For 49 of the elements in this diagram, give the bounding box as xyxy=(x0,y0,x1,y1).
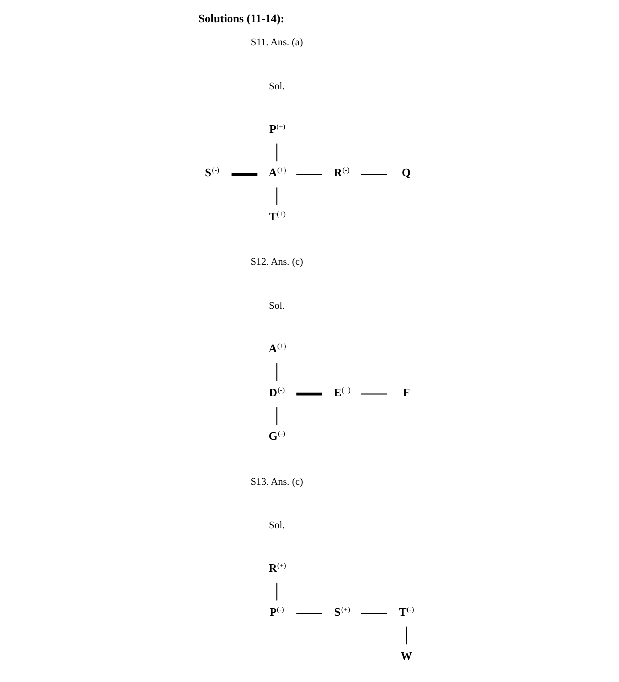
node-text: P xyxy=(270,124,277,136)
node-label: (+) xyxy=(277,210,286,219)
node-label: (+) xyxy=(342,606,350,614)
node-text: T xyxy=(399,606,407,619)
node-text: T xyxy=(269,212,277,224)
node-label: (-) xyxy=(212,166,220,175)
connector xyxy=(276,144,278,162)
connector xyxy=(361,174,388,176)
connector xyxy=(276,582,278,601)
node-text: F xyxy=(403,387,410,400)
node-text: E xyxy=(334,387,342,400)
node-label: (-) xyxy=(277,606,284,614)
node-label: (-) xyxy=(342,166,350,175)
label: Sol. xyxy=(269,520,286,532)
node-label: (+) xyxy=(277,166,286,175)
connector xyxy=(296,392,322,396)
label: Sol. xyxy=(269,82,286,93)
node-label: (-) xyxy=(278,386,286,394)
node-label: (-) xyxy=(407,606,414,614)
connector xyxy=(276,188,278,206)
node-text: A xyxy=(268,168,278,180)
connector xyxy=(296,613,322,614)
label: S13. Ans. (c) xyxy=(250,476,304,488)
node-label: (-) xyxy=(278,430,286,438)
node-text: R xyxy=(268,562,278,575)
connector xyxy=(361,394,388,395)
connector xyxy=(276,407,278,426)
connector xyxy=(406,626,408,645)
node-text: W xyxy=(400,650,412,663)
node-text: P xyxy=(270,606,277,619)
node-text: R xyxy=(334,168,342,180)
connector xyxy=(232,173,258,176)
diagram-title: Solutions (11-14): xyxy=(198,14,285,26)
node-label: (+) xyxy=(342,386,351,394)
node-label: (+) xyxy=(277,562,286,570)
node-text: G xyxy=(268,431,278,444)
label: S12. Ans. (c) xyxy=(250,257,304,268)
node-text: Q xyxy=(402,168,411,180)
node-text: A xyxy=(268,343,278,356)
connector xyxy=(361,613,388,614)
node-label: (+) xyxy=(276,122,286,131)
node-text: S xyxy=(205,168,212,180)
connector xyxy=(276,363,278,382)
node-text: D xyxy=(269,387,278,400)
label: Sol. xyxy=(269,301,286,312)
node-label: (+) xyxy=(277,342,286,350)
node-text: S xyxy=(334,606,341,619)
connector xyxy=(296,174,322,176)
label: S11. Ans. (a) xyxy=(251,38,304,49)
